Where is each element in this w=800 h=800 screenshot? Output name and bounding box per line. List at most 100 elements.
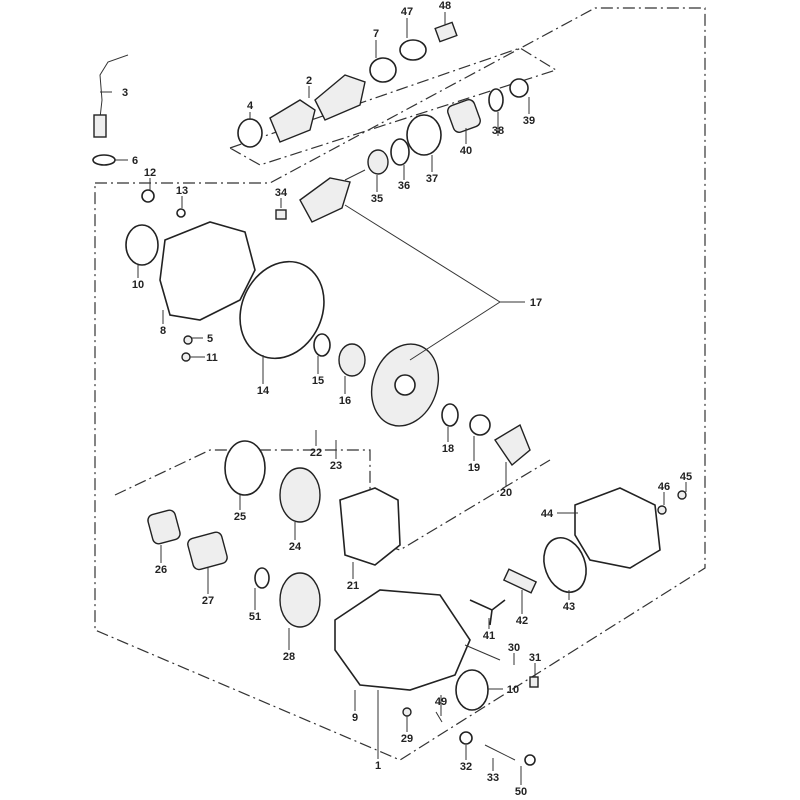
pinion-shaft [344,169,366,181]
callout: 18 [442,443,454,455]
callout: 1 [375,760,381,772]
callout: 20 [500,487,512,499]
bearing-16 [338,343,366,377]
callout: 23 [330,460,342,472]
callout: 28 [283,651,295,663]
sleeve-40 [447,99,481,133]
callout: 27 [202,595,214,607]
carrier-21 [339,487,401,566]
bearing-24 [279,467,321,523]
callout: 7 [373,28,379,40]
callout: 9 [352,712,358,724]
callout: 37 [426,173,438,185]
callout: 13 [176,185,188,197]
callout: 43 [563,601,575,613]
callout: 48 [439,0,451,12]
callout: 33 [487,772,499,784]
clamp-47 [399,39,427,61]
callout: 6 [132,155,138,167]
o-ring-43 [543,537,587,593]
callout: 3 [122,87,128,99]
pinion-gear [299,177,351,223]
ring-gear-hub [394,374,416,396]
callout: 24 [289,541,302,553]
callout: 32 [460,761,472,773]
o-ring-38 [488,88,504,112]
callout: 42 [516,615,528,627]
callout: 17 [530,297,542,309]
seal-37 [406,114,442,156]
callout: 41 [483,630,495,642]
bolt-29 [402,707,412,717]
callout: 22 [310,447,322,459]
callout: 47 [401,6,413,18]
callout-labels: 47 48 7 2 3 4 38 39 40 37 36 35 6 12 13 … [122,0,692,798]
sleeve-26 [147,509,181,545]
callout: 10 [507,684,519,696]
gear-20 [494,423,531,467]
o-ring-25 [224,440,266,496]
sensor-wire [99,54,129,119]
callout: 25 [234,511,246,523]
callout: 46 [658,481,670,493]
bolt-45 [677,490,687,500]
flange-39 [509,78,529,98]
callout: 10 [132,279,144,291]
plug-48 [434,21,458,43]
callout: 40 [460,145,472,157]
fitting-50 [524,754,536,766]
o-ring-15 [313,333,331,357]
fork-41 [469,599,506,626]
washer-13 [176,208,186,218]
gasket-14 [239,260,325,360]
shaft-33 [484,744,516,761]
callout: 51 [249,611,261,623]
leader-lines [100,12,687,785]
ring-7 [369,57,397,83]
pin-49 [435,711,443,723]
callout: 26 [155,564,167,576]
ring-32 [459,731,473,745]
callout: 38 [492,125,504,137]
callout: 12 [144,167,156,179]
axle-group-outline [228,47,558,166]
cv-boot [314,74,366,121]
case-9 [334,589,471,691]
bush-34 [275,209,287,220]
callout: 44 [541,508,554,520]
callout: 11 [206,352,218,364]
bolt-11 [181,352,191,362]
seal-10-upper [125,224,159,266]
callout: 2 [306,75,312,87]
bearing-28 [279,572,321,628]
cover-44 [574,487,661,569]
callout: 34 [275,187,288,199]
callout: 8 [160,325,166,337]
callout: 21 [347,580,359,592]
callout: 19 [468,462,480,474]
ring-4 [237,118,263,148]
housing-8 [159,221,256,321]
callout: 35 [371,193,383,205]
callout: 16 [339,395,351,407]
cv-joint-inner [269,99,316,143]
o-ring-6 [92,154,116,166]
sleeve-27 [187,531,228,571]
callout: 39 [523,115,535,127]
callout: 30 [508,642,520,654]
callout: 14 [257,385,270,397]
seal-10-lower [455,669,489,711]
callout: 50 [515,786,527,798]
callout: 49 [435,696,447,708]
callout: 5 [207,333,213,345]
plate-42 [502,568,538,594]
bolt-46 [657,505,667,515]
o-ring-18 [441,403,459,427]
pin-30 [464,644,501,661]
bearing-35 [367,149,389,175]
bolt-5 [183,335,193,345]
snap-ring-51 [254,567,270,589]
assembly-outline [94,7,706,761]
plug-31 [529,676,539,688]
